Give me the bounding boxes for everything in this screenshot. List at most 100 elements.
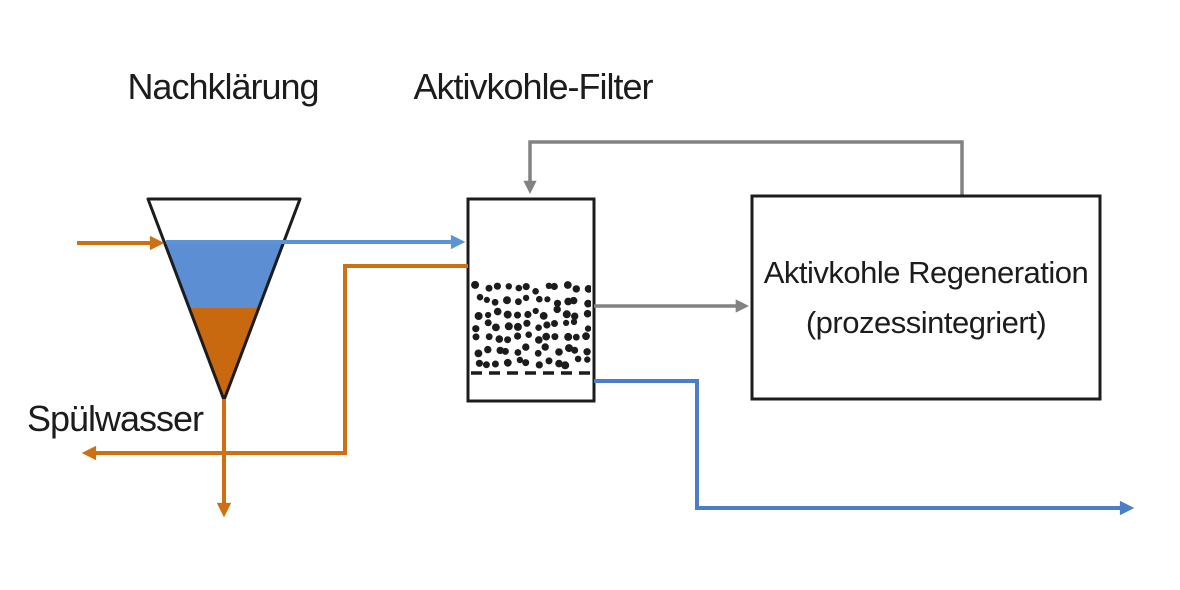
carbon-dot (551, 333, 559, 341)
carbon-dot (475, 359, 483, 367)
carbon-dot (535, 324, 542, 332)
carbon-dot (583, 348, 591, 356)
carbon-dot (561, 361, 570, 370)
carbon-dot (553, 299, 562, 307)
carbon-dot (493, 282, 501, 290)
carbon-dot (541, 343, 549, 351)
carbon-dot (572, 285, 580, 293)
carbon-dot (485, 284, 493, 292)
carbon-dot (563, 319, 570, 326)
carbon-dot (564, 332, 573, 341)
carbon-dot (514, 311, 521, 319)
carbon-dot (524, 310, 532, 319)
carbon-dot (584, 299, 591, 308)
carbon-dot (472, 333, 480, 341)
carbon-dot (523, 319, 531, 327)
carbon-dot (474, 312, 483, 320)
carbon-dot (474, 349, 483, 358)
treated-water-outflow-arrow (594, 379, 1135, 516)
carbon-dot (545, 357, 553, 365)
clarifier-water-layer (164, 242, 284, 308)
carbon-bed-dots (471, 281, 591, 370)
carbon-dot (504, 336, 512, 344)
carbon-dot (563, 281, 572, 289)
carbon-dot (483, 296, 490, 303)
carbon-dot (564, 297, 573, 306)
regeneration-recycle-arrow (523, 140, 964, 196)
carbon-dot (572, 333, 580, 341)
rinse-water-label: Spülwasser (27, 398, 204, 439)
carbon-dot (514, 332, 522, 340)
clarifier-sludge-layer (189, 308, 259, 400)
carbon-dot (545, 282, 553, 289)
clarifier-outline (146, 197, 302, 402)
carbon-dot (493, 307, 502, 316)
carbon-dot (571, 312, 579, 320)
carbon-dot (472, 325, 480, 333)
carbon-dot (522, 283, 530, 291)
carbon-dot (501, 347, 509, 355)
regeneration-unit: Aktivkohle Regeneration (prozessintegrie… (750, 194, 1102, 401)
carbon-dot (535, 361, 543, 369)
clarifier-funnel (146, 197, 302, 402)
carbon-dot (503, 358, 512, 367)
carbon-dot (515, 298, 522, 306)
carbon-dot (495, 335, 504, 343)
regeneration-label-line2: (prozessintegriert) (806, 305, 1046, 340)
carbon-dot (491, 298, 499, 306)
carbon-dot (482, 361, 490, 369)
carbon-dot (584, 325, 591, 332)
carbon-dot (583, 309, 591, 318)
carbon-dot (522, 359, 530, 367)
carbon-dot (503, 310, 512, 319)
carbon-dot (535, 336, 543, 344)
carbon-dot (513, 322, 522, 331)
carbon-dot (582, 332, 590, 341)
carbon-dot (532, 307, 539, 315)
carbon-dot (542, 332, 551, 341)
carbon-dot (534, 349, 542, 357)
carbon-dot (503, 296, 511, 305)
clarifier-title: Nachklärung (127, 66, 318, 107)
carbon-dot (505, 283, 512, 290)
carbon-dot (584, 285, 591, 293)
carbon-dot (525, 331, 532, 339)
carbon-dot (539, 312, 548, 320)
carbon-dot (555, 359, 563, 368)
rinse-water-return-arrow (81, 264, 468, 461)
carbon-dot (484, 345, 492, 354)
carbon-dot (522, 294, 530, 302)
carbon-dot (522, 343, 530, 351)
carbon-dot (570, 296, 578, 305)
filter-title: Aktivkohle-Filter (413, 66, 653, 107)
carbon-dot (550, 282, 558, 291)
carbon-dot (536, 295, 543, 303)
carbon-filter-vessel (466, 197, 596, 403)
carbon-dot (562, 310, 571, 319)
carbon-dot (514, 349, 522, 356)
carbon-dot (484, 319, 492, 327)
carbon-dot (571, 346, 579, 354)
carbon-dot (574, 355, 582, 363)
carbon-dot (485, 311, 492, 319)
carbon-dot (532, 288, 539, 295)
carbon-dot (553, 305, 561, 314)
carbon-dot (555, 348, 563, 356)
carbon-dot (492, 323, 500, 332)
carbon-dot (544, 296, 551, 303)
carbon-dot (515, 284, 523, 292)
carbon-dot (584, 356, 591, 363)
carbon-dot (471, 281, 480, 289)
carbon-dot (570, 318, 578, 326)
carbon-dot (543, 321, 551, 329)
carbon-dot (516, 356, 524, 364)
regeneration-label-line1: Aktivkohle Regeneration (764, 255, 1089, 290)
carbon-dot (476, 293, 484, 301)
regeneration-box-outline (750, 194, 1102, 401)
carbon-dot (491, 360, 499, 368)
carbon-dot (485, 333, 493, 341)
carbon-dot (551, 320, 558, 327)
carbon-dot (504, 322, 513, 331)
